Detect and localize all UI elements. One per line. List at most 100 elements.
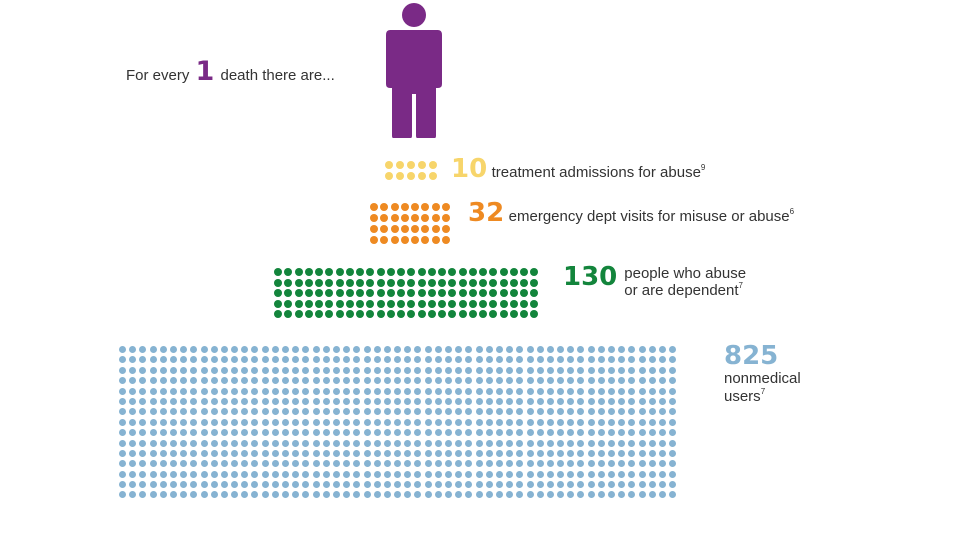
dot bbox=[282, 356, 289, 364]
dot bbox=[376, 310, 385, 319]
dot bbox=[271, 346, 279, 353]
dot bbox=[465, 470, 473, 478]
dot bbox=[159, 491, 167, 499]
dot bbox=[445, 429, 452, 437]
dot bbox=[312, 449, 320, 457]
dot bbox=[434, 418, 442, 426]
dot bbox=[445, 356, 452, 364]
dot bbox=[190, 346, 198, 353]
dot bbox=[251, 418, 259, 426]
dot bbox=[618, 491, 626, 499]
dot bbox=[149, 408, 157, 416]
dot bbox=[129, 439, 137, 447]
dot bbox=[190, 408, 198, 416]
dot bbox=[506, 460, 514, 468]
dot bbox=[282, 418, 289, 426]
dot bbox=[489, 310, 498, 319]
dot bbox=[251, 356, 259, 364]
dot bbox=[465, 481, 473, 489]
dot bbox=[407, 161, 415, 169]
dot bbox=[210, 439, 218, 447]
dot bbox=[465, 408, 473, 416]
dot bbox=[495, 470, 503, 478]
dot bbox=[557, 356, 565, 364]
dot bbox=[210, 491, 218, 499]
dot bbox=[546, 429, 554, 437]
dot bbox=[516, 470, 524, 478]
dot bbox=[304, 268, 313, 276]
dot bbox=[353, 387, 361, 395]
dot bbox=[190, 439, 198, 447]
dot bbox=[526, 397, 534, 405]
footnote-marker: 9 bbox=[700, 163, 706, 172]
dot bbox=[335, 278, 344, 287]
dot bbox=[475, 481, 483, 489]
dot bbox=[495, 429, 503, 437]
dot bbox=[520, 310, 528, 319]
dot bbox=[261, 481, 269, 489]
dot bbox=[332, 429, 340, 437]
dot bbox=[438, 310, 446, 319]
dot bbox=[390, 225, 399, 233]
dot bbox=[200, 377, 208, 385]
dot bbox=[251, 408, 259, 416]
dot bbox=[386, 299, 395, 308]
dot bbox=[200, 408, 208, 416]
dot bbox=[417, 268, 426, 276]
dot bbox=[119, 481, 126, 489]
dot bbox=[424, 418, 432, 426]
dot bbox=[210, 460, 218, 468]
dot bbox=[424, 470, 432, 478]
dot bbox=[567, 449, 575, 457]
dot bbox=[618, 356, 626, 364]
dot bbox=[506, 470, 514, 478]
dot bbox=[414, 449, 422, 457]
dot bbox=[394, 439, 402, 447]
dot bbox=[304, 289, 313, 298]
dot bbox=[294, 268, 303, 276]
dot bbox=[169, 439, 177, 447]
dot bbox=[530, 289, 539, 298]
dot bbox=[516, 460, 524, 468]
dot bbox=[567, 346, 575, 353]
dot bbox=[418, 161, 426, 169]
dot bbox=[638, 377, 646, 385]
dot bbox=[658, 408, 666, 416]
dot bbox=[567, 356, 575, 364]
dot bbox=[241, 366, 249, 374]
dot bbox=[383, 429, 391, 437]
headline-suffix: death there are... bbox=[220, 67, 335, 84]
dot bbox=[479, 299, 487, 308]
dot bbox=[241, 460, 249, 468]
dot bbox=[220, 356, 228, 364]
dot bbox=[506, 418, 514, 426]
dot bbox=[546, 439, 554, 447]
dot bbox=[429, 172, 437, 180]
dot bbox=[526, 356, 534, 364]
dot bbox=[404, 460, 412, 468]
dot bbox=[220, 377, 228, 385]
dot bbox=[499, 278, 508, 287]
dot bbox=[302, 481, 310, 489]
dot bbox=[332, 408, 340, 416]
dot bbox=[353, 356, 361, 364]
dot bbox=[669, 397, 677, 405]
dot bbox=[608, 397, 615, 405]
dot bbox=[577, 449, 585, 457]
dot bbox=[506, 387, 514, 395]
dot bbox=[648, 429, 656, 437]
dot bbox=[577, 470, 585, 478]
dot bbox=[363, 460, 371, 468]
dot bbox=[302, 439, 310, 447]
dot bbox=[394, 387, 402, 395]
dot bbox=[231, 429, 239, 437]
dot bbox=[251, 449, 259, 457]
dot-group-emergency-visits bbox=[370, 203, 451, 244]
dot bbox=[315, 268, 323, 276]
dot bbox=[434, 356, 442, 364]
dot bbox=[394, 491, 402, 499]
dot bbox=[397, 278, 405, 287]
dot bbox=[376, 268, 385, 276]
dot bbox=[343, 460, 351, 468]
dot bbox=[468, 310, 477, 319]
